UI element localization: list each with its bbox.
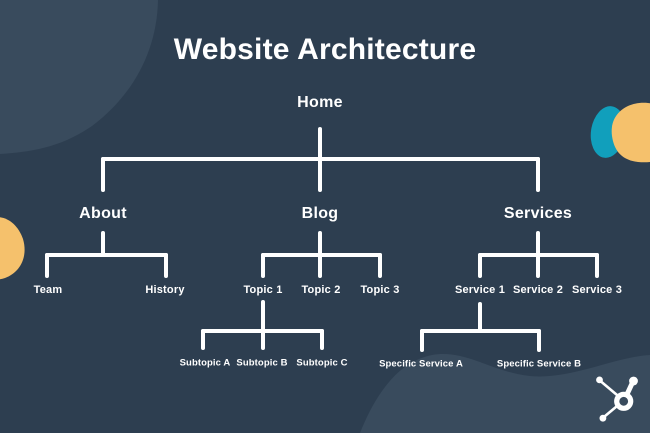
connector-line bbox=[537, 329, 541, 352]
connector-line bbox=[101, 157, 105, 192]
connector-line bbox=[101, 157, 540, 161]
node-team: Team bbox=[33, 284, 63, 296]
node-about: About bbox=[79, 205, 127, 222]
connector-line bbox=[201, 329, 324, 333]
connector-line bbox=[420, 329, 541, 333]
blob-yellow-top-right bbox=[611, 102, 650, 163]
connector-line bbox=[101, 231, 105, 257]
connector-line bbox=[164, 253, 168, 278]
node-topic-1: Topic 1 bbox=[243, 284, 283, 296]
connector-line bbox=[595, 253, 599, 278]
page-title: Website Architecture bbox=[173, 33, 477, 66]
node-subtopic-b: Subtopic B bbox=[236, 357, 288, 369]
hubspot-sprocket-icon bbox=[596, 376, 638, 422]
connector-line bbox=[261, 253, 265, 278]
node-history: History bbox=[145, 284, 185, 296]
blob-top-left bbox=[0, 0, 158, 154]
blob-bottom-right-wave bbox=[360, 354, 650, 433]
node-subtopic-c: Subtopic C bbox=[296, 357, 348, 369]
node-services: Services bbox=[503, 205, 573, 222]
connector-line bbox=[536, 157, 540, 192]
node-specific-service-b: Specific Service B bbox=[496, 358, 582, 370]
connector-line bbox=[478, 253, 482, 278]
connector-line bbox=[201, 329, 205, 350]
node-blog: Blog bbox=[301, 205, 339, 222]
connector-line bbox=[45, 253, 168, 257]
connector-line bbox=[378, 253, 382, 278]
node-service-3: Service 3 bbox=[571, 284, 623, 296]
node-topic-2: Topic 2 bbox=[301, 284, 341, 296]
node-specific-service-a: Specific Service A bbox=[379, 358, 463, 370]
node-service-2: Service 2 bbox=[512, 284, 564, 296]
connector-line bbox=[261, 253, 382, 257]
node-topic-3: Topic 3 bbox=[360, 284, 400, 296]
connector-line bbox=[320, 329, 324, 350]
blob-yellow-left bbox=[0, 217, 25, 280]
node-subtopic-a: Subtopic A bbox=[179, 357, 231, 369]
connector-line bbox=[478, 302, 482, 333]
connector-line bbox=[261, 300, 265, 350]
connector-line bbox=[45, 253, 49, 278]
connector-line bbox=[420, 329, 424, 352]
node-service-1: Service 1 bbox=[454, 284, 506, 296]
node-home: Home bbox=[297, 94, 343, 111]
connector-line bbox=[478, 253, 599, 257]
